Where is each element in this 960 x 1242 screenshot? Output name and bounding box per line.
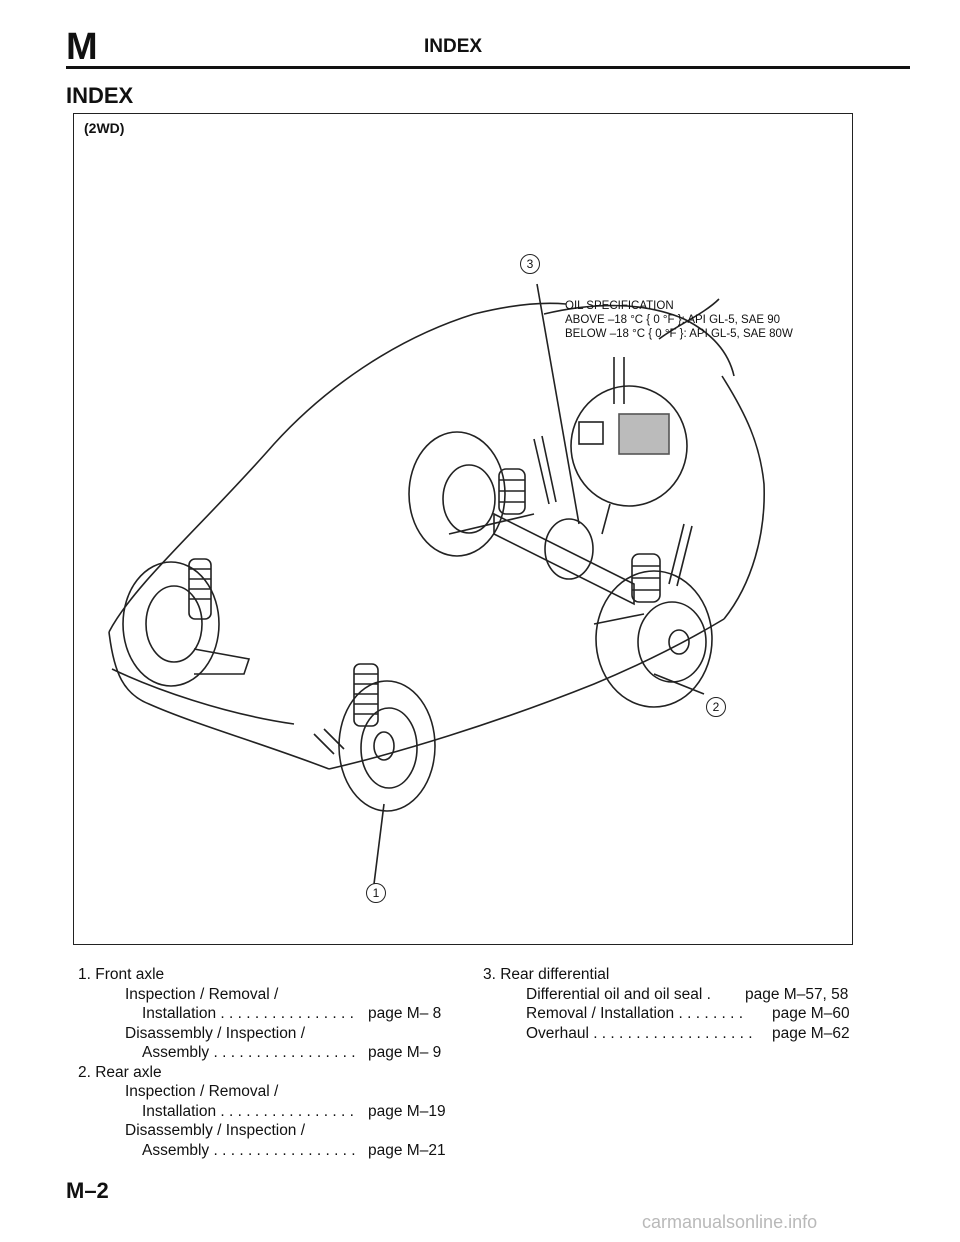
list-item: Overhaul . . . . . . . . . . . . . . . .… <box>526 1024 850 1042</box>
list-item: 2. Rear axle <box>78 1063 162 1081</box>
list-item: Installation . . . . . . . . . . . . . .… <box>142 1005 442 1022</box>
list-item: 3. Rear differential <box>483 966 610 983</box>
section-letter: M <box>66 26 98 68</box>
oil-spec-title: OIL SPECIFICATION <box>565 300 674 312</box>
page-reference: page M–21 <box>368 1141 446 1159</box>
page-reference: page M– 9 <box>368 1044 442 1061</box>
page-reference: page M–62 <box>772 1024 850 1042</box>
list-item: Installation . . . . . . . . . . . . . .… <box>142 1102 446 1120</box>
page-reference: page M–60 <box>772 1005 850 1022</box>
list-item: Inspection / Removal / <box>125 1083 279 1100</box>
callout-3: 3 <box>520 254 540 274</box>
callout-2: 2 <box>706 697 726 717</box>
page-reference: page M–19 <box>368 1102 446 1120</box>
list-item: 1. Front axle <box>78 966 165 983</box>
list-item: Disassembly / Inspection / <box>125 1024 306 1042</box>
page-reference: page M– 8 <box>368 1005 442 1022</box>
oil-spec-below: BELOW –18 °C { 0 °F }: API GL-5, SAE 80W <box>565 328 793 340</box>
list-item: Removal / Installation . . . . . . . .pa… <box>526 1005 850 1022</box>
axle-illustration <box>108 283 765 885</box>
list-item: Assembly . . . . . . . . . . . . . . . .… <box>142 1141 446 1159</box>
watermark: carmanualsonline.info <box>642 1212 818 1232</box>
page-reference: page M–57, 58 <box>745 985 849 1003</box>
section-title: INDEX <box>66 83 134 108</box>
header-title: INDEX <box>424 36 483 57</box>
contents-list-right: 3. Rear differential Differential oil an… <box>483 965 863 1043</box>
list-item: Assembly . . . . . . . . . . . . . . . .… <box>142 1044 442 1061</box>
list-item: Inspection / Removal / <box>125 985 279 1003</box>
callout-1: 1 <box>366 883 386 903</box>
oil-spec-above: ABOVE –18 °C { 0 °F }: API GL-5, SAE 90 <box>565 314 781 326</box>
figure-frame <box>73 113 853 945</box>
list-item: Disassembly / Inspection / <box>125 1122 306 1139</box>
header-rule <box>66 66 910 69</box>
figure-label: (2WD) <box>84 120 125 136</box>
list-item: Differential oil and oil seal .page M–57… <box>526 985 849 1003</box>
contents-list-left: 1. Front axle Inspection / Removal / Ins… <box>76 965 466 1160</box>
oil-specification: OIL SPECIFICATION ABOVE –18 °C { 0 °F }:… <box>565 299 793 341</box>
page-number: M–2 <box>66 1178 109 1203</box>
